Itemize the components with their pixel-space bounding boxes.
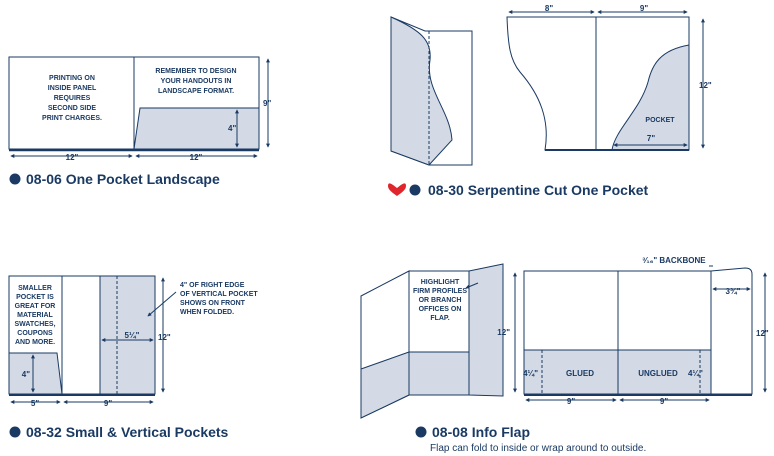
dim-width-right: 12" bbox=[190, 153, 203, 162]
dim-pocket: 4" bbox=[228, 124, 236, 133]
dim-width-right: 9" bbox=[660, 397, 668, 406]
note-line: LANDSCAPE FORMAT. bbox=[158, 88, 234, 95]
dim-flap: 3¾" bbox=[726, 287, 741, 296]
diagram-title: 08-08 Info Flap bbox=[432, 424, 530, 440]
bullet-icon bbox=[415, 426, 427, 438]
small-pocket bbox=[8, 352, 63, 395]
note-line: WHEN FOLDED. bbox=[180, 309, 234, 316]
note-line: HIGHLIGHT bbox=[421, 279, 460, 286]
pocket bbox=[133, 107, 260, 150]
note-line: POCKET IS bbox=[16, 294, 54, 301]
dim-height: 12" bbox=[699, 81, 712, 90]
note-line: YOUR HANDOUTS IN bbox=[161, 78, 232, 85]
d4-text: HIGHLIGHT FIRM PROFILES OR BRANCH OFFICES O… bbox=[413, 256, 769, 454]
dim-small-pocket: 4" bbox=[22, 370, 30, 379]
diagram-title: 08-06 One Pocket Landscape bbox=[26, 171, 220, 187]
backbone-label: ³⁄₁₆" BACKBONE bbox=[642, 256, 706, 265]
dim-width-left: 12" bbox=[66, 153, 79, 162]
diagram-small-vertical-pockets bbox=[8, 275, 177, 404]
note-line: MATERIAL bbox=[17, 312, 53, 319]
d2-text: 8" 9" 12" 7" POCKET 08-30 Serpentine Cut… bbox=[388, 4, 712, 198]
unglued-label: UNGLUED bbox=[638, 369, 678, 378]
dim-width-left: 9" bbox=[567, 397, 575, 406]
vertical-pocket bbox=[99, 275, 156, 395]
bullet-icon bbox=[9, 426, 21, 438]
unglued-pocket bbox=[617, 349, 712, 395]
note-line: COUPONS bbox=[17, 330, 53, 337]
note-line: OR BRANCH bbox=[419, 297, 462, 304]
diagram-title: 08-30 Serpentine Cut One Pocket bbox=[428, 182, 649, 198]
dim-height: 12" bbox=[158, 333, 171, 342]
dim-width-right: 9" bbox=[104, 399, 112, 408]
note-line: SWATCHES, bbox=[14, 321, 55, 328]
dim-pocket-right: 4¼" bbox=[688, 369, 703, 378]
dim-pocket: 7" bbox=[647, 134, 655, 143]
dim-height-right: 12" bbox=[756, 329, 769, 338]
note-line: REQUIRES bbox=[54, 95, 91, 102]
dim-width-right: 9" bbox=[640, 4, 648, 13]
dim-height: 9" bbox=[263, 99, 271, 108]
note-line: SHOWS ON FRONT bbox=[180, 300, 246, 307]
diagram-title: 08-32 Small & Vertical Pockets bbox=[26, 424, 229, 440]
note-line: REMEMBER TO DESIGN bbox=[155, 68, 236, 75]
pocket-label: POCKET bbox=[645, 117, 675, 124]
heart-icon bbox=[388, 183, 406, 196]
glued-label: GLUED bbox=[566, 369, 594, 378]
diagram-one-pocket-landscape bbox=[8, 56, 270, 158]
note-line: SMALLER bbox=[18, 285, 52, 292]
note-line: AND MORE. bbox=[15, 339, 55, 346]
dim-height-left: 12" bbox=[497, 328, 510, 337]
note-line: PRINT CHARGES. bbox=[42, 115, 102, 122]
bullet-icon bbox=[409, 184, 421, 196]
note-line: GREAT FOR bbox=[15, 303, 56, 310]
note-line: OFFICES ON bbox=[419, 306, 462, 313]
d1-text: PRINTING ON INSIDE PANEL REQUIRES SECOND SI… bbox=[9, 68, 271, 187]
note-line: FIRM PROFILES bbox=[413, 288, 467, 295]
note-line: FLAP. bbox=[430, 315, 449, 322]
right-pocket-3d bbox=[408, 351, 470, 396]
bullet-icon bbox=[9, 173, 21, 185]
dim-width-left: 8" bbox=[545, 4, 553, 13]
diagram-serpentine-cut bbox=[390, 10, 705, 166]
dim-pocket-left: 4¼" bbox=[523, 369, 538, 378]
pocket bbox=[611, 44, 690, 151]
note-line: OF VERTICAL POCKET bbox=[180, 291, 258, 298]
note-line: 4" OF RIGHT EDGE bbox=[180, 282, 245, 289]
dim-width-left: 5" bbox=[31, 399, 39, 408]
note-line: INSIDE PANEL bbox=[48, 85, 97, 92]
d3-text: SMALLER POCKET IS GREAT FOR MATERIAL SWATCHE… bbox=[9, 282, 258, 440]
glued-pocket bbox=[523, 349, 619, 395]
diagram-subtitle: Flap can fold to inside or wrap around t… bbox=[430, 443, 646, 454]
info-flap-panel bbox=[710, 267, 753, 395]
note-line: PRINTING ON bbox=[49, 75, 95, 82]
left-panel-serpentine bbox=[506, 16, 597, 151]
diagram-info-flap bbox=[360, 263, 767, 419]
note-line: SECOND SIDE bbox=[48, 105, 97, 112]
dim-vertical-pocket: 5¼" bbox=[125, 331, 140, 340]
